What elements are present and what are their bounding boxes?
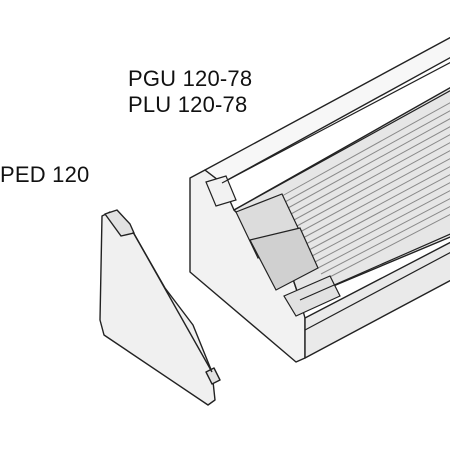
- profile-label-plu: PLU 120-78: [128, 92, 248, 117]
- profile-lower-lip: [283, 275, 341, 317]
- end-cap-bottom-tab: [205, 367, 221, 385]
- profile-label-pgu: PGU 120-78: [128, 66, 253, 91]
- end-cap: [99, 209, 221, 406]
- diffuser-ribs: [281, 102, 450, 281]
- profile-led-slot: [249, 227, 319, 291]
- end-cap-label: PED 120: [0, 162, 90, 187]
- end-cap-diagonal-edge: [132, 231, 213, 373]
- end-cap-top-tab: [104, 209, 135, 237]
- profile-channel-detail: [205, 175, 341, 317]
- profile-edge-lines: [221, 61, 450, 331]
- profile-upper-lip: [205, 175, 237, 207]
